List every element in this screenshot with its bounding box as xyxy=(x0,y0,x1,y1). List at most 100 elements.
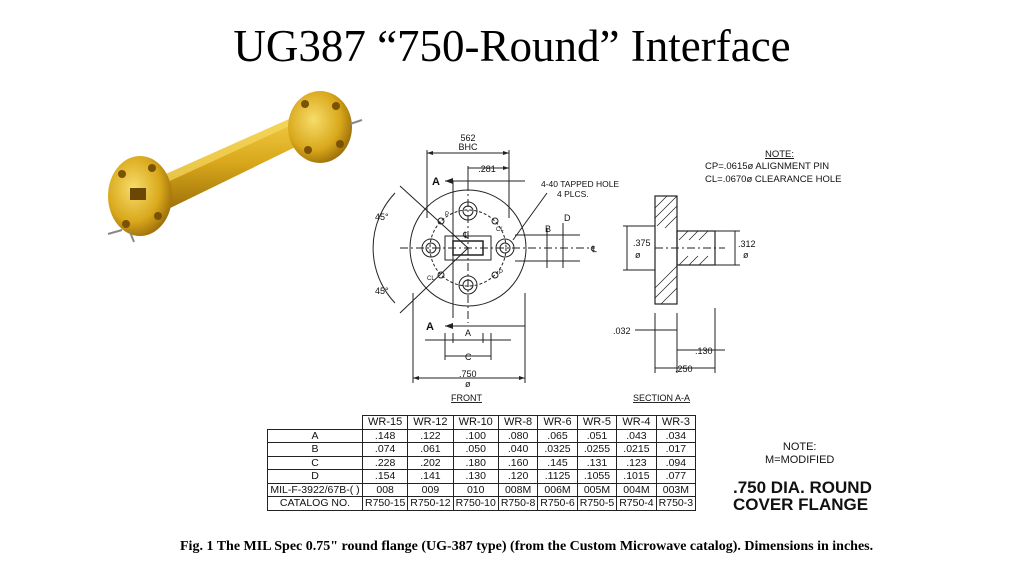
table-cell: .122 xyxy=(407,428,454,443)
section-marker-bottom: A xyxy=(426,321,434,333)
note-line1: CP=.0615ø ALIGNMENT PIN xyxy=(705,161,829,172)
row-label: MIL-F-3922/67B-( ) xyxy=(267,482,363,497)
dim-750-dia: ø xyxy=(465,379,471,389)
modified-note-text: M=MODIFIED xyxy=(765,454,835,466)
dim-312: .312 xyxy=(738,239,756,249)
section-label: SECTION A-A xyxy=(633,393,690,403)
table-cell: .123 xyxy=(616,455,657,470)
col-header: WR-10 xyxy=(452,415,499,430)
table-cell: .154 xyxy=(361,469,409,484)
table-cell: .228 xyxy=(361,455,409,470)
col-header: WR-3 xyxy=(655,415,697,430)
table-row: D .154 .141 .130 .120 .1125 .1055 .1015 … xyxy=(267,469,697,484)
pin-cl-bottom: CL xyxy=(427,276,435,282)
table-cell: 008M xyxy=(497,482,539,497)
table-row: CATALOG NO. R750-15 R750-12 R750-10 R750… xyxy=(267,496,697,511)
modified-note-title: NOTE: xyxy=(782,441,817,453)
table-cell: 005M xyxy=(576,482,618,497)
row-label: C xyxy=(267,455,363,470)
table-cell: R750-6 xyxy=(537,496,578,511)
table-cell: R750-15 xyxy=(361,496,409,511)
table-cell: .131 xyxy=(576,455,618,470)
dim-375: .375 xyxy=(633,238,651,248)
center-mark-section: ℄ xyxy=(590,244,597,254)
table-cell: 009 xyxy=(407,482,454,497)
col-header: WR-15 xyxy=(361,415,409,430)
table-cell: .094 xyxy=(655,455,697,470)
flange-type-line2: COVER FLANGE xyxy=(733,495,869,514)
table-cell: R750-3 xyxy=(655,496,697,511)
table-cell: .0215 xyxy=(616,442,657,457)
table-cell: R750-5 xyxy=(576,496,618,511)
center-mark: ℄ xyxy=(462,230,469,240)
table-cell: .141 xyxy=(407,469,454,484)
row-label: A xyxy=(267,428,363,443)
dim-bhc-value: 562 xyxy=(460,133,475,143)
dim-750: .750 xyxy=(459,369,477,379)
slide-title: UG387 “750-Round” Interface xyxy=(233,21,791,71)
table-cell: 003M xyxy=(655,482,697,497)
table-cell: .077 xyxy=(655,469,697,484)
dim-a: A xyxy=(465,328,471,338)
table-row: B .074 .061 .050 .040 .0325 .0255 .0215 … xyxy=(267,442,697,457)
waveguide-photo xyxy=(107,91,363,243)
figure-caption: Fig. 1 The MIL Spec 0.75" round flange (… xyxy=(180,539,874,554)
dim-bhc-label: BHC xyxy=(458,142,478,152)
dim-312-dia: ø xyxy=(743,250,749,260)
row-label: CATALOG NO. xyxy=(267,496,363,511)
angle-top: 45° xyxy=(375,212,389,222)
pin-cl-top: CL xyxy=(496,227,504,233)
table-cell: .160 xyxy=(497,455,539,470)
table-cell: .065 xyxy=(537,428,578,443)
table-cell: R750-10 xyxy=(452,496,499,511)
col-header: WR-4 xyxy=(616,415,657,430)
section-marker-top: A xyxy=(432,176,440,188)
table-cell: .180 xyxy=(452,455,499,470)
table-row: A .148 .122 .100 .080 .065 .051 .043 .03… xyxy=(267,428,697,443)
dim-130: .130 xyxy=(695,346,713,356)
table-cell: .100 xyxy=(452,428,499,443)
dim-d: D xyxy=(564,213,571,223)
table-cell: R750-12 xyxy=(407,496,454,511)
tapped-hole-line1: 4-40 TAPPED HOLE xyxy=(541,179,619,189)
table-row: C .228 .202 .180 .160 .145 .131 .123 .09… xyxy=(267,455,697,470)
table-cell: 006M xyxy=(537,482,578,497)
table-cell: .034 xyxy=(655,428,697,443)
table-cell: 010 xyxy=(452,482,499,497)
table-cell: .040 xyxy=(497,442,539,457)
table-cell: .017 xyxy=(655,442,697,457)
angle-bottom: 45° xyxy=(375,286,389,296)
col-header: WR-6 xyxy=(537,415,578,430)
flange-drawing: 562 BHC .281 A A 4-40 TAPPED HOLE 4 PLCS… xyxy=(372,133,842,403)
dim-b: B xyxy=(545,224,551,234)
table-cell: .080 xyxy=(497,428,539,443)
note-title: NOTE: xyxy=(765,149,794,160)
dim-032: .032 xyxy=(613,326,631,336)
table-cell: .148 xyxy=(361,428,409,443)
pin-p-bottom: P xyxy=(499,270,503,276)
row-label: B xyxy=(267,442,363,457)
table-cell: .1055 xyxy=(576,469,618,484)
table-row: MIL-F-3922/67B-( ) 008 009 010 008M 006M… xyxy=(267,482,697,497)
row-label: D xyxy=(267,469,363,484)
table-cell: R750-8 xyxy=(497,496,539,511)
table-cell: .120 xyxy=(497,469,539,484)
modified-note: NOTE: M=MODIFIED xyxy=(765,441,834,467)
table-cell: .050 xyxy=(452,442,499,457)
table-header-row: WR-15 WR-12 WR-10 WR-8 WR-6 WR-5 WR-4 WR… xyxy=(268,415,697,430)
col-header: WR-8 xyxy=(497,415,539,430)
front-label: FRONT xyxy=(451,393,482,403)
table-cell: .202 xyxy=(407,455,454,470)
table-cell: .074 xyxy=(361,442,409,457)
pin-p-top: P xyxy=(445,212,449,218)
col-header: WR-5 xyxy=(576,415,618,430)
table-cell: .130 xyxy=(452,469,499,484)
col-header: WR-12 xyxy=(407,415,454,430)
flange-type-line1: .750 DIA. ROUND xyxy=(733,478,872,497)
table-cell: .1125 xyxy=(537,469,578,484)
flange-type-title: .750 DIA. ROUND COVER FLANGE xyxy=(733,479,872,513)
table-cell: .145 xyxy=(537,455,578,470)
table-cell: 004M xyxy=(616,482,657,497)
table-cell: .1015 xyxy=(616,469,657,484)
table-cell: .051 xyxy=(576,428,618,443)
